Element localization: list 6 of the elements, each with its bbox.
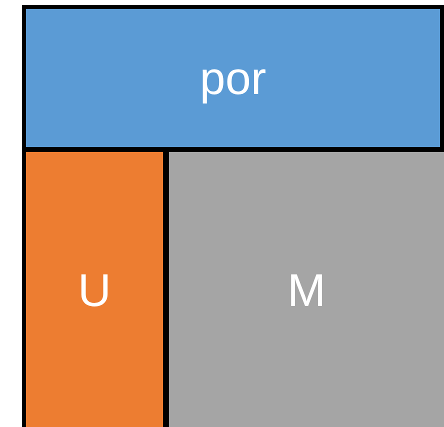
left-panel: [26, 152, 163, 427]
top-panel: [26, 9, 440, 147]
panel-label: por: [200, 51, 266, 105]
panel-label: U: [78, 262, 112, 316]
right-panel: [169, 152, 444, 427]
panel-label: M: [287, 262, 326, 316]
